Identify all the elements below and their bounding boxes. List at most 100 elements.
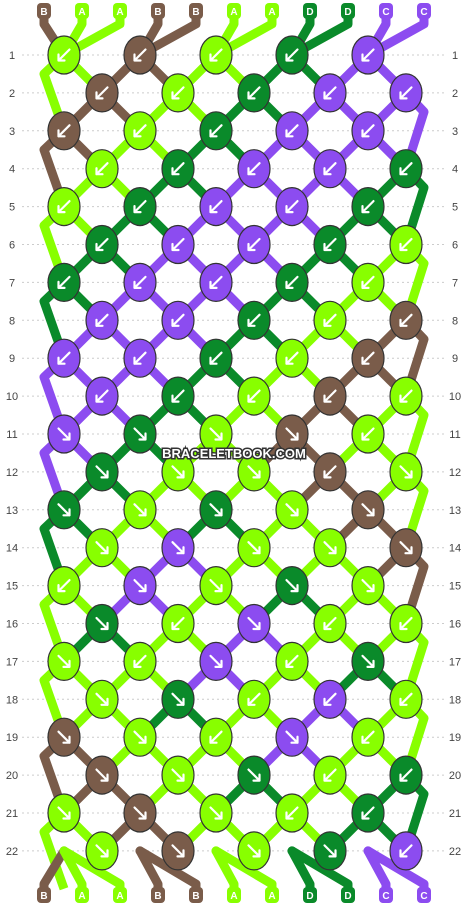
knot[interactable] [389,224,423,265]
knot[interactable] [237,452,271,492]
knot[interactable] [47,717,81,757]
knot[interactable] [199,262,233,302]
knot[interactable] [351,641,385,682]
knot[interactable] [85,73,119,113]
knot[interactable] [85,224,119,265]
knot[interactable] [199,414,233,454]
knot[interactable] [123,490,157,530]
knot[interactable] [389,755,423,795]
knot[interactable] [275,565,309,606]
knot[interactable] [237,376,271,416]
knot[interactable] [275,111,309,151]
knot[interactable] [199,187,233,227]
knot[interactable] [313,603,347,644]
knot[interactable] [123,793,157,833]
knot[interactable] [123,414,157,454]
knot[interactable] [237,831,271,871]
knot[interactable] [275,338,309,378]
knot[interactable] [161,376,195,416]
knot[interactable] [123,641,157,682]
knot[interactable] [237,679,271,719]
knot[interactable] [275,262,309,302]
knot[interactable] [161,149,195,189]
knot[interactable] [351,338,385,378]
knot[interactable] [85,452,119,492]
knot[interactable] [161,452,195,492]
knot[interactable] [351,262,385,302]
knot[interactable] [85,755,119,795]
knot[interactable] [123,111,157,151]
knot[interactable] [313,831,347,871]
knot[interactable] [313,224,347,265]
knot[interactable] [313,73,347,113]
knot[interactable] [237,73,271,113]
knot[interactable] [389,300,423,340]
knot[interactable] [47,262,81,302]
knot[interactable] [199,641,233,682]
knot[interactable] [313,300,347,340]
knot[interactable] [199,111,233,151]
knot[interactable] [161,831,195,871]
knot[interactable] [161,73,195,113]
knot[interactable] [199,490,233,530]
knot[interactable] [237,755,271,795]
knot[interactable] [199,338,233,378]
knot[interactable] [275,793,309,833]
knot[interactable] [47,187,81,227]
knot[interactable] [313,755,347,795]
knot[interactable] [389,603,423,644]
knot[interactable] [47,338,81,378]
knot[interactable] [199,717,233,757]
knot[interactable] [389,831,423,871]
knot[interactable] [47,35,81,75]
knot[interactable] [275,35,309,75]
knot[interactable] [85,679,119,719]
knot[interactable] [47,641,81,682]
knot[interactable] [313,149,347,189]
knot[interactable] [85,528,119,568]
knot[interactable] [47,565,81,606]
knot[interactable] [47,414,81,454]
knot[interactable] [123,717,157,757]
knot[interactable] [389,149,423,189]
knot[interactable] [47,111,81,151]
knot[interactable] [161,528,195,568]
knot[interactable] [47,490,81,530]
knot[interactable] [85,300,119,340]
knot[interactable] [389,452,423,492]
knot[interactable] [351,35,385,75]
knot[interactable] [351,717,385,757]
knot[interactable] [275,641,309,682]
knot[interactable] [85,376,119,416]
knot[interactable] [237,603,271,644]
knot[interactable] [275,414,309,454]
knot[interactable] [123,262,157,302]
knot[interactable] [237,528,271,568]
knot[interactable] [161,755,195,795]
knot[interactable] [275,187,309,227]
knot[interactable] [85,831,119,871]
knot[interactable] [351,111,385,151]
knot[interactable] [161,603,195,644]
knot[interactable] [389,528,423,568]
knot[interactable] [313,528,347,568]
knot[interactable] [389,73,423,113]
knot[interactable] [161,679,195,719]
knot[interactable] [237,149,271,189]
knot[interactable] [313,452,347,492]
knot[interactable] [161,224,195,265]
knot[interactable] [47,793,81,833]
knot[interactable] [351,490,385,530]
knot[interactable] [275,717,309,757]
knot[interactable] [351,793,385,833]
knot[interactable] [199,793,233,833]
knot[interactable] [313,376,347,416]
knot[interactable] [313,679,347,719]
knot[interactable] [123,35,157,75]
knot[interactable] [351,565,385,606]
knot[interactable] [275,490,309,530]
knot[interactable] [161,300,195,340]
knot[interactable] [351,187,385,227]
knot[interactable] [123,338,157,378]
knot[interactable] [199,565,233,606]
